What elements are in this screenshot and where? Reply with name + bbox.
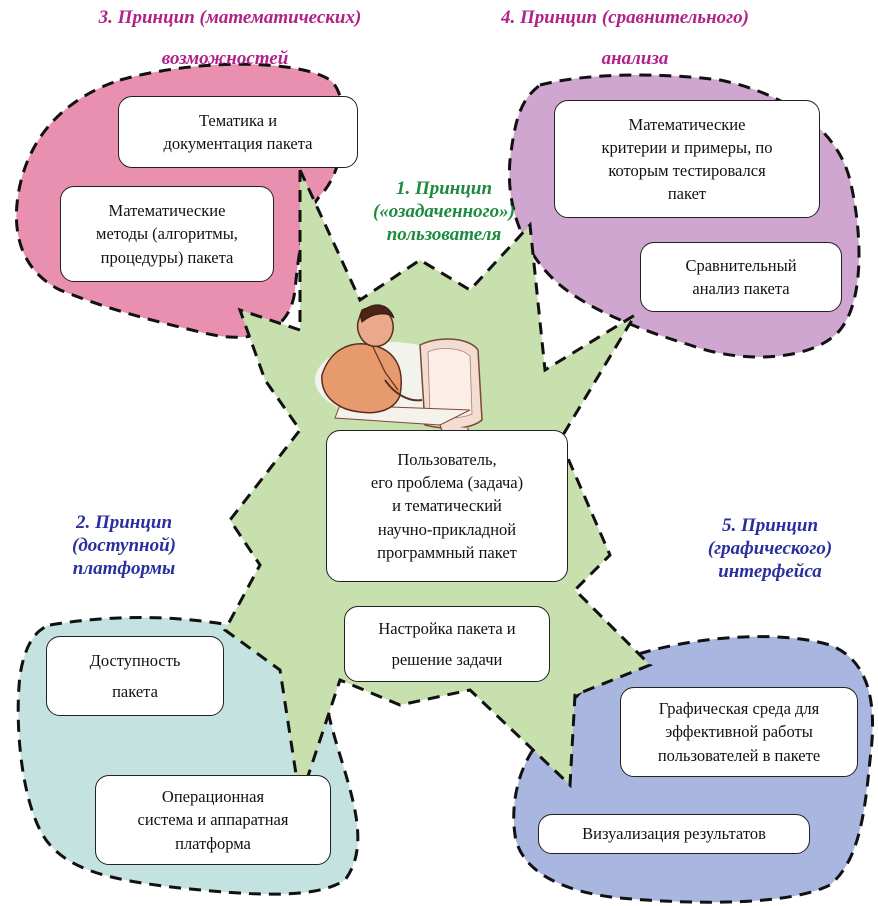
box-user-problem: Пользователь, его проблема (задача) и те… [326,430,568,582]
box-line: система и аппаратная [137,810,289,830]
box-line: Операционная [161,787,265,807]
principle-4-title-line2: анализа [601,48,669,69]
user-at-computer-icon [315,304,483,441]
box-line: критерии и примеры, по [601,137,773,157]
principle-5-line: 5. Принцип [721,515,819,536]
box-math-criteria: Математические критерии и примеры, по ко… [554,100,820,218]
principle-2-line: платформы [72,557,176,579]
box-line: документация пакета [163,134,313,153]
box-line: Графическая среда для [658,699,820,719]
box-line: пользователей в пакете [657,745,821,765]
box-line: программный пакет [377,542,517,562]
principle-1-line: пользователя [386,223,502,245]
box-visualization: Визуализация результатов [538,814,810,854]
box-line: анализ пакета [692,279,790,298]
principle-5-line: интерфейса [718,560,822,582]
box-comparative-analysis: Сравнительный анализ пакета [640,242,842,312]
principle-2-line: (доступной) [72,534,176,556]
principle-4-title-line1: 4. Принцип (сравнительного) [500,7,750,28]
box-line: эффективной работы [665,722,813,742]
box-line: научно-прикладной [377,519,517,539]
box-line: его проблема (задача) [370,473,524,493]
box-line: Настройка пакета и [378,618,516,638]
principle-3-title-line2: возможностей [161,48,289,69]
box-line: решение задачи [391,650,503,669]
box-line: Сравнительный [685,255,797,275]
principle-2-line: 2. Принцип [75,512,173,533]
principle-1-line: 1. Принцип [395,178,493,199]
box-line: Математические [108,201,226,221]
box-math-methods: Математические методы (алгоритмы, процед… [60,186,274,282]
box-line: Доступность [89,650,181,670]
box-os-hardware: Операционная система и аппаратная платфо… [95,775,331,865]
box-line: процедуры) пакета [100,247,234,267]
box-graphic-environment: Графическая среда для эффективной работы… [620,687,858,777]
principle-2-title: 2. Принцип (доступной) платформы [36,512,212,580]
box-line: пакета [112,682,158,701]
box-line: Тематика и [198,110,278,130]
principle-5-title: 5. Принцип (графического) интерфейса [680,515,860,583]
box-thematics-documentation: Тематика и документация пакета [118,96,358,168]
principle-1-line: («озадаченного») [372,200,515,222]
box-line: которым тестировался [608,161,766,180]
box-setup-solution: Настройка пакета и решение задачи [344,606,550,682]
box-line: Визуализация результатов [582,824,766,844]
principle-3-title-line1: 3. Принцип (математических) [98,7,362,28]
box-availability: Доступность пакета [46,636,224,716]
box-line: Пользователь, [397,450,497,470]
box-line: методы (алгоритмы, [96,224,238,244]
box-line: пакет [667,184,707,204]
box-line: и тематический [392,496,502,516]
box-line: платформа [175,833,251,853]
box-line: Математические [628,114,746,134]
principle-5-line: (графического) [707,537,833,559]
principle-1-title: 1. Принцип («озадаченного») пользователя [355,178,533,246]
